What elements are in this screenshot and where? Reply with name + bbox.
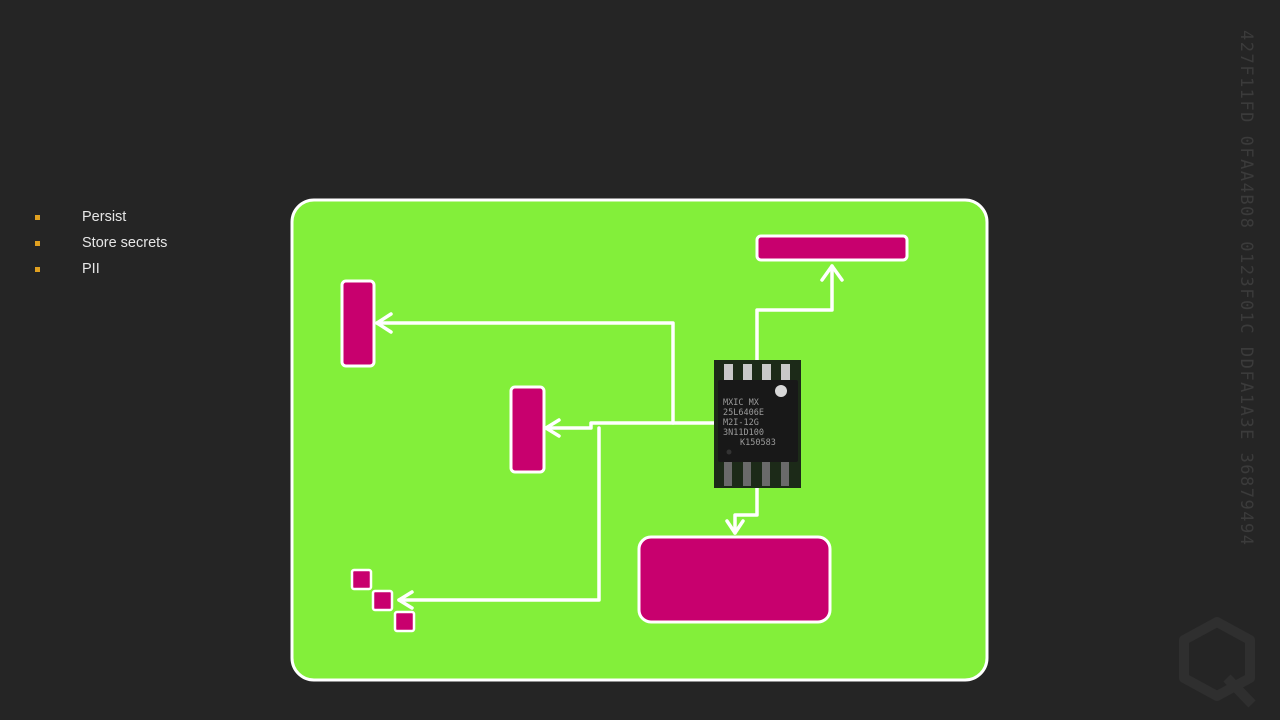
- middle-block: [509, 385, 546, 474]
- hex-word: DDFA1A3E: [1236, 346, 1256, 441]
- arrowhead-bottom-icon: [725, 519, 745, 535]
- bullet-item-store-secrets: Store secrets: [30, 233, 167, 259]
- trace-to-small-blocks: [397, 426, 601, 602]
- chip-marking-line: 25L6406E: [723, 408, 764, 418]
- arrowhead-top-icon: [820, 264, 844, 282]
- hex-word: 0123F01C: [1236, 241, 1256, 336]
- trace-to-middle-block: [544, 421, 675, 430]
- left-block: [340, 279, 376, 368]
- bullet-marker-icon: [35, 267, 40, 272]
- top-block: [755, 234, 909, 262]
- arrowhead-small-icon: [397, 590, 414, 610]
- chip-marking-line: 3N11D100: [723, 428, 764, 438]
- small-block-2: [371, 589, 394, 612]
- bullet-label: Store secrets: [82, 235, 168, 251]
- bullet-label: PII: [82, 261, 100, 277]
- small-block-1: [350, 568, 373, 591]
- arrowhead-left-icon: [375, 312, 393, 334]
- bullet-item-persist: Persist: [30, 207, 167, 233]
- hex-word: 36879494: [1236, 452, 1256, 547]
- trace-to-left-block: [375, 321, 717, 425]
- logo-mark-icon: [1179, 617, 1256, 708]
- chip-marking-line: MXIC MX: [723, 398, 760, 408]
- arrowhead-middle-icon: [544, 418, 561, 438]
- chip-marking-line: K150583: [740, 438, 776, 448]
- bottom-block: [637, 535, 832, 624]
- bullet-marker-icon: [35, 215, 40, 220]
- flash-chip-icon: MXIC MX 25L6406E M2I-12G 3N11D100 K15058…: [714, 360, 801, 488]
- trace-to-bottom-block: [733, 486, 759, 535]
- hex-word: 427F11FD: [1236, 30, 1256, 124]
- bullet-label: Persist: [82, 209, 127, 225]
- trace-to-top-block: [755, 264, 834, 364]
- small-block-3: [393, 610, 416, 633]
- chip-marking-line: M2I-12G: [723, 418, 759, 428]
- bullet-list: Persist Store secrets PII: [30, 207, 167, 285]
- hex-watermark: 427F11FD 0FAA4B08 0123F01C DDFA1A3E 3687…: [1236, 30, 1256, 546]
- bullet-item-pii: PII: [30, 259, 167, 285]
- bullet-marker-icon: [35, 241, 40, 246]
- hex-word: 0FAA4B08: [1236, 135, 1256, 230]
